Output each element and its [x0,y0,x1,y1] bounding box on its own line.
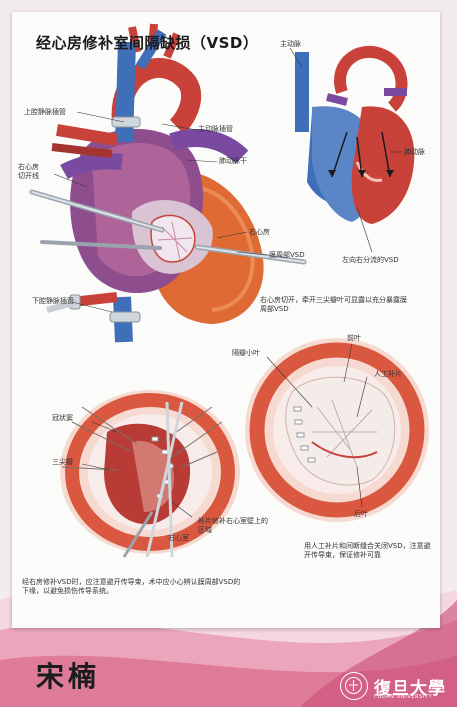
label-tricuspid-valve: 三尖瓣 [52,458,73,466]
label-closing-note: 经右房修补VSD时，应注意避开传导束，术中应小心辨认膜周部VSD的下缘，以避免损… [22,578,241,595]
valve-view-left [60,390,240,558]
fudan-seal-icon [340,672,368,700]
label-suture-note: 用人工补片和间断缝合关闭VSD，注意避开传导束，保证修补可靠 [304,542,431,559]
label-ivc-cannula: 下腔静脉插管 [32,297,74,305]
label-artificial-patch: 人工补片 [374,370,402,378]
label-right-atrium-b: 切开线 [18,172,39,180]
valve-view-right [245,338,429,522]
label-right-ventricle-bottom: 右心室 [168,534,189,542]
fudan-logo: 復旦大學 FUDAN UNIVERSITY [340,672,452,702]
fudan-name: 復旦大學 [374,679,446,699]
label-anterior-leaflet: 前叶 [347,334,361,342]
label-pulmonary-artery: 肺动脉干 [219,157,247,165]
leader-lines [53,47,402,518]
label-pa-small: 肺动脉 [404,148,425,156]
label-septal-leaflet: 隔瓣小叶 [232,349,260,357]
label-svc-cannula: 上腔静脉插管 [24,108,66,116]
medical-illustration [29,23,429,558]
label-right-atrium-incision: 右心房 [249,228,270,236]
label-conduction-note: 补片修补右心室壁上的区域 [198,517,268,534]
label-posterior-leaflet: 后叶 [354,510,368,518]
author-signature: 宋楠 [36,660,101,693]
fudan-subtitle: FUDAN UNIVERSITY [374,694,433,700]
label-aorta-small: 主动脉 [280,40,301,48]
label-right-atrium-a: 右心房 [18,163,39,171]
label-perimembranous-vsd: 膜周部VSD [269,251,305,259]
main-heart-drawing [29,23,307,343]
label-coronary-sinus: 冠状窦 [52,414,73,422]
label-shunt-vsd: 左向右分流的VSD [342,256,399,264]
label-aorta-cannula: 主动脉插管 [198,125,233,133]
illustration-sheet: 经心房修补室间隔缺损（VSD） 上腔静脉插管 主动脉插管 肺动脉干 右心房 切开… [12,12,440,628]
page-title: 经心房修补室间隔缺损（VSD） [36,34,259,52]
schematic-heart-drawing [295,46,415,224]
label-approach-note: 右心房切开，牵开三尖瓣叶可显露以充分暴露膜周部VSD [260,296,407,313]
